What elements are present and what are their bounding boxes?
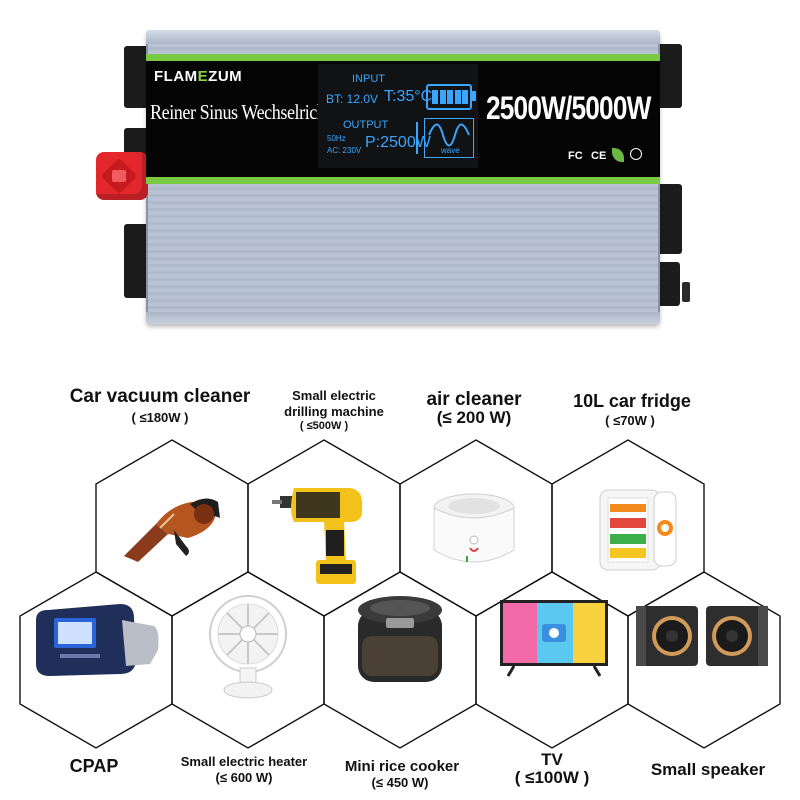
hexagon-grid bbox=[19, 439, 781, 749]
appliance-wattage: ( ≤100W ) bbox=[514, 768, 590, 787]
lcd-frequency: 50Hz bbox=[327, 134, 346, 143]
battery-bar bbox=[462, 90, 468, 104]
sine-wave-icon bbox=[424, 118, 474, 158]
accent-stripe bbox=[146, 54, 660, 61]
inverter-product-image: FLAMEZUM Reiner Sinus Wechselrichter INP… bbox=[0, 0, 800, 340]
hexagon-cell bbox=[627, 571, 781, 749]
battery-tip-icon bbox=[472, 91, 476, 101]
accent-stripe bbox=[146, 177, 660, 184]
lcd-divider bbox=[416, 122, 418, 154]
speaker-icon bbox=[636, 606, 768, 666]
lcd-battery-voltage: BT: 12.0V bbox=[326, 92, 379, 106]
battery-bar bbox=[439, 90, 446, 104]
appliance-name: Small electric bbox=[292, 388, 376, 403]
terminal-nut-icon bbox=[112, 170, 126, 182]
power-symbol-icon bbox=[630, 148, 642, 160]
lcd-input-label: INPUT bbox=[352, 73, 385, 85]
battery-level-icon bbox=[426, 84, 472, 110]
battery-bar bbox=[432, 90, 438, 104]
lcd-ac-voltage: AC: 230V bbox=[327, 146, 362, 155]
lcd-wave-label: wave bbox=[441, 146, 460, 155]
appliance-name: Small speaker bbox=[650, 760, 766, 779]
fcc-mark: FC bbox=[568, 150, 583, 162]
eco-leaf-icon bbox=[612, 148, 624, 162]
appliance-wattage: ( ≤180W ) bbox=[131, 410, 189, 425]
compatible-appliances-section: Car vacuum cleaner ( ≤180W ) Small elect… bbox=[0, 360, 800, 800]
casing-edge bbox=[146, 30, 660, 44]
appliance-wattage: ( ≤500W ) bbox=[299, 420, 349, 432]
tv-icon bbox=[500, 600, 608, 677]
appliance-name: CPAP bbox=[69, 756, 119, 776]
car-vacuum-icon bbox=[124, 498, 220, 562]
battery-bar bbox=[454, 90, 461, 104]
appliance-name: drilling machine bbox=[284, 404, 384, 419]
brand-logo: FLAMEZUM bbox=[154, 68, 243, 85]
lcd-temperature: T:35°C bbox=[384, 88, 433, 105]
product-name: Reiner Sinus Wechselrichter bbox=[150, 100, 344, 124]
drill-icon bbox=[272, 488, 362, 584]
appliance-name: air cleaner bbox=[426, 389, 522, 410]
power-rating: 2500W/5000W bbox=[486, 90, 651, 126]
lcd-output-label: OUTPUT bbox=[343, 119, 389, 131]
ground-terminal bbox=[682, 282, 690, 302]
battery-bar bbox=[447, 90, 453, 104]
air-purifier-icon bbox=[433, 493, 515, 563]
appliance-name: Small electric heater bbox=[180, 754, 308, 769]
lcd-power: P:2500W bbox=[365, 134, 431, 151]
appliance-wattage: ( ≤70W ) bbox=[605, 413, 655, 428]
rice-cooker-icon bbox=[358, 596, 442, 682]
mini-fridge-icon bbox=[599, 489, 677, 571]
appliance-name: 10L car fridge bbox=[573, 391, 691, 411]
fan-heater-icon bbox=[209, 595, 287, 699]
appliance-name: Mini rice cooker bbox=[344, 758, 460, 775]
appliance-wattage: (≤ 600 W) bbox=[215, 770, 273, 785]
casing-edge bbox=[146, 312, 660, 324]
cpap-icon bbox=[36, 604, 159, 676]
appliance-name: TV bbox=[541, 750, 563, 769]
lcd-display bbox=[318, 64, 478, 168]
appliance-wattage: (≤ 450 W) bbox=[371, 775, 429, 790]
appliance-name: Car vacuum cleaner bbox=[69, 386, 251, 407]
appliance-wattage: (≤ 200 W) bbox=[436, 408, 512, 427]
ce-mark: CE bbox=[591, 150, 607, 162]
